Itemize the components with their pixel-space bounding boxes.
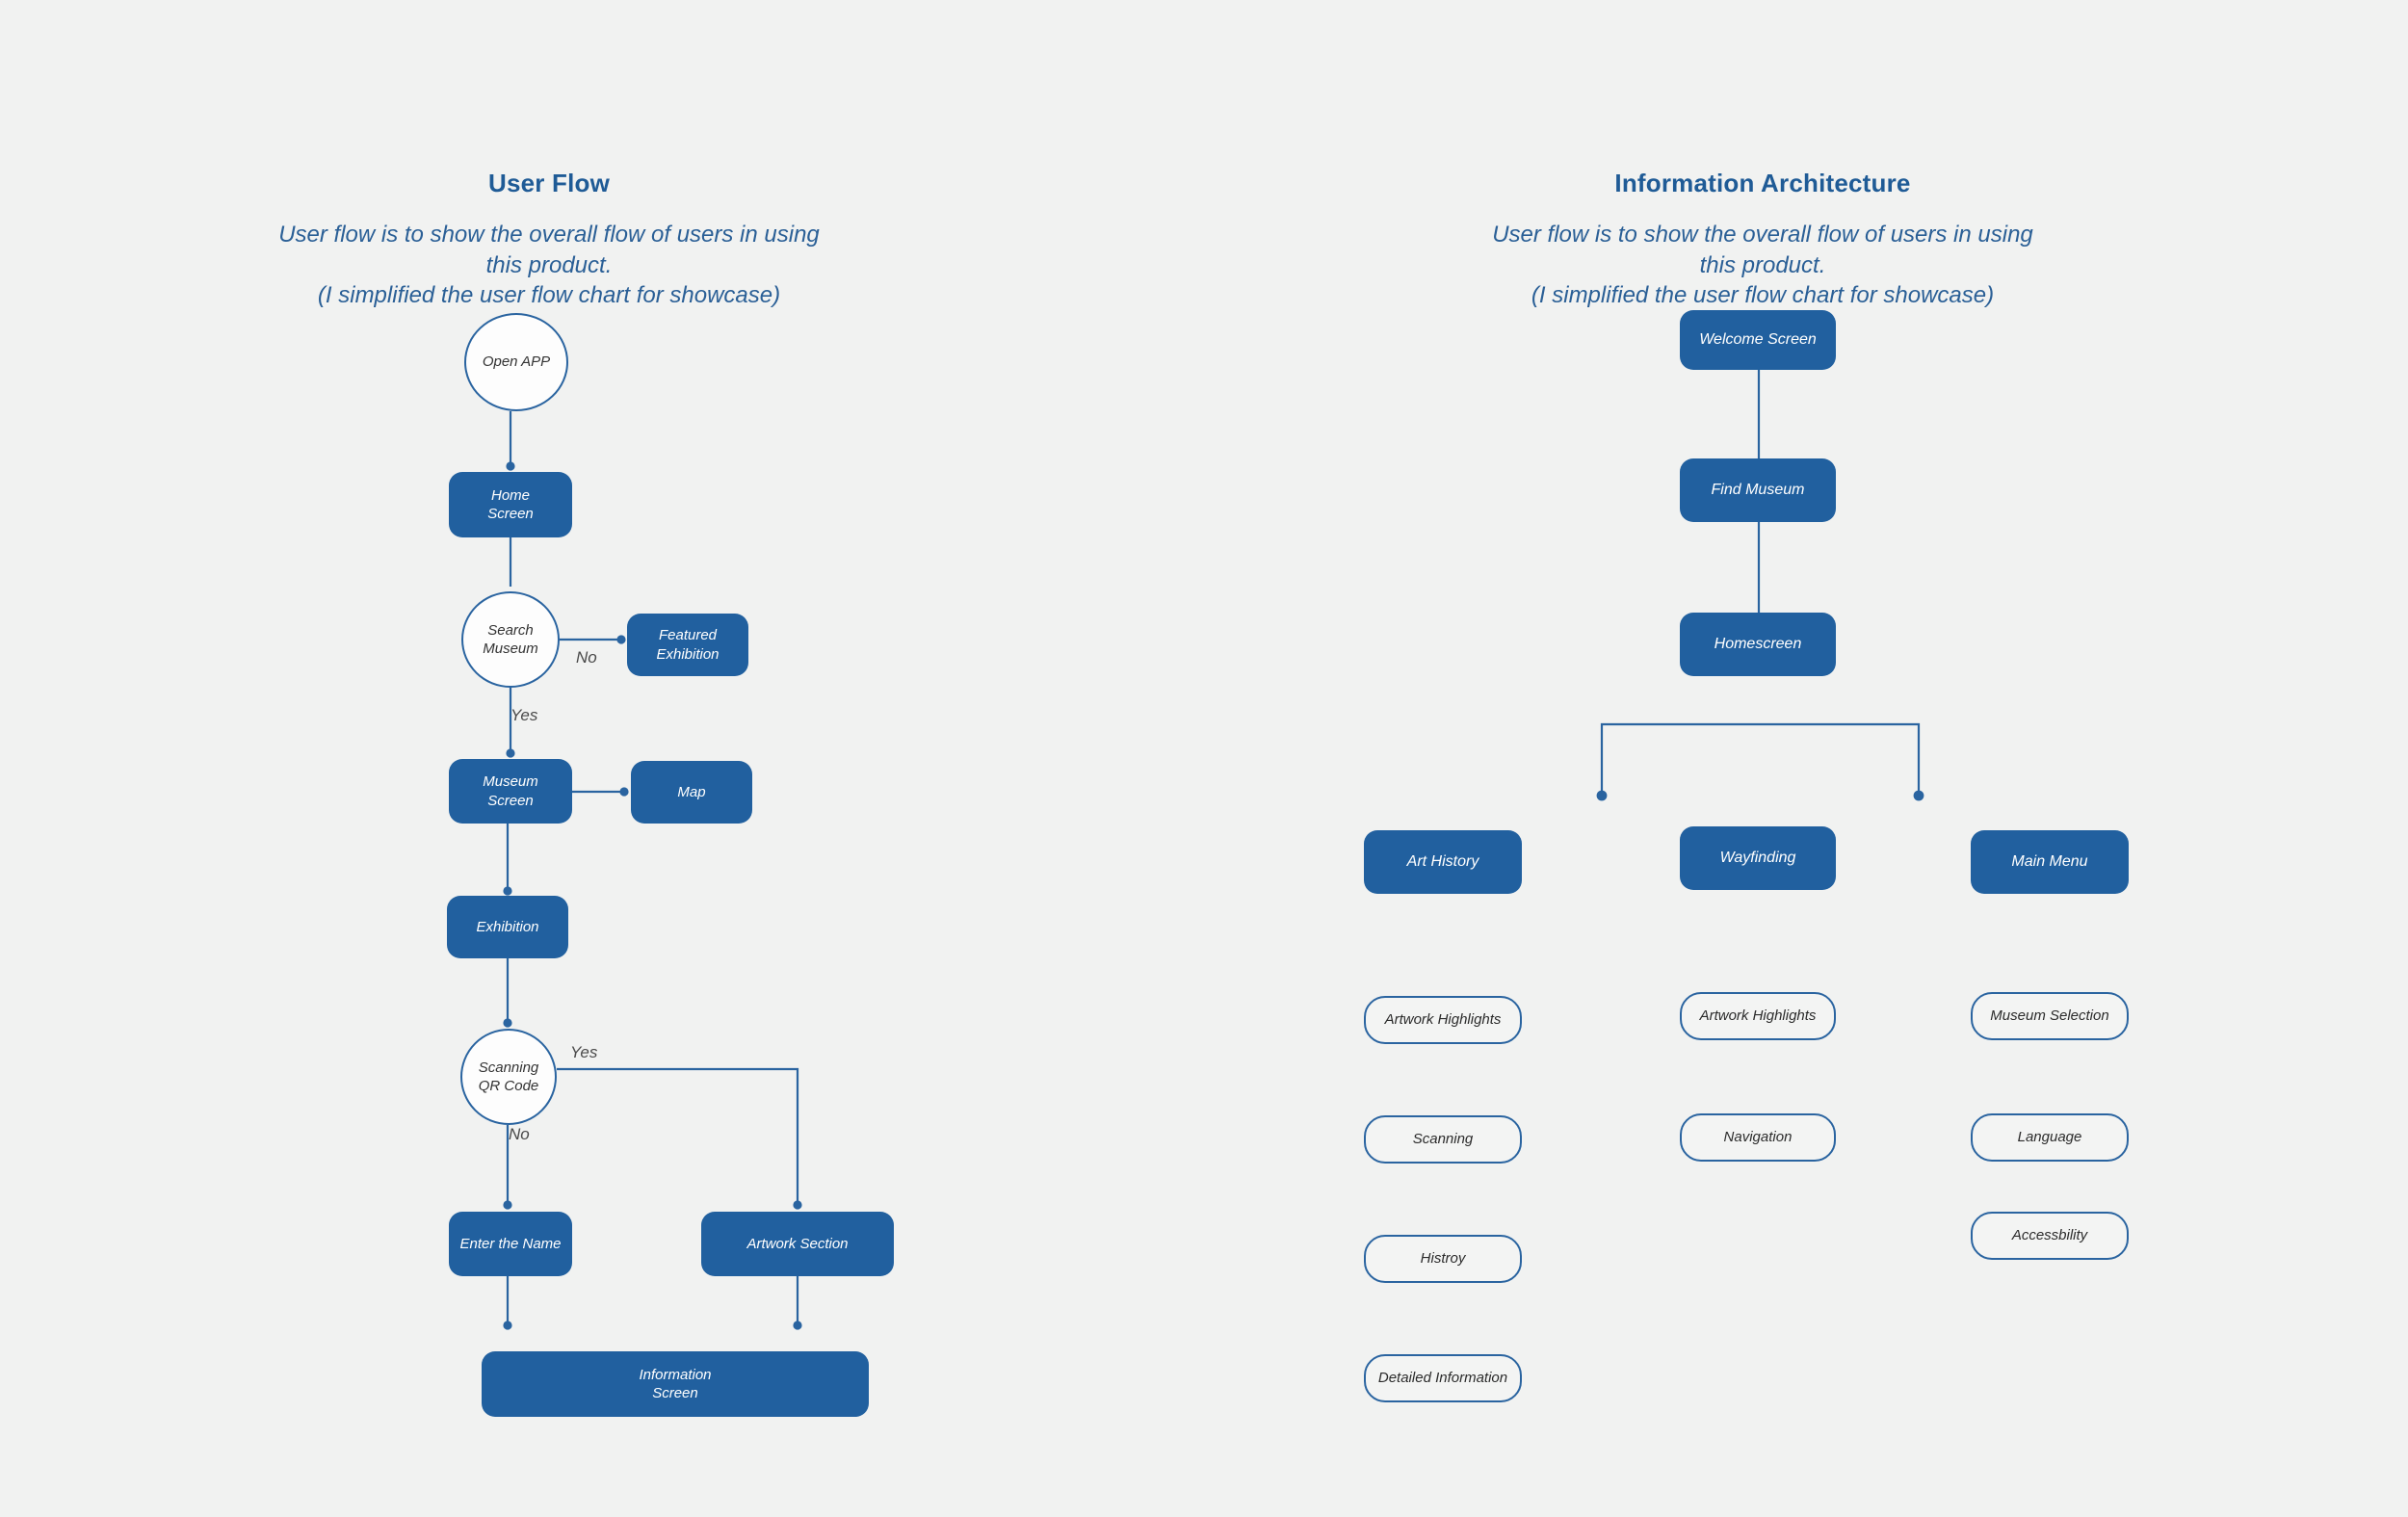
node-enter-the-name[interactable]: Enter the Name — [449, 1212, 572, 1276]
connector-endpoint-dots — [503, 461, 1924, 1330]
node-wayfinding-artwork-highlights[interactable]: Artwork Highlights — [1680, 992, 1836, 1040]
node-information-screen[interactable]: Information Screen — [482, 1351, 869, 1417]
information-architecture-header: Information Architecture User flow is to… — [1474, 169, 2052, 311]
information-architecture-subtitle-line2: (I simplified the user flow chart for sh… — [1531, 282, 1995, 309]
node-wayfinding[interactable]: Wayfinding — [1680, 826, 1836, 890]
node-main-menu[interactable]: Main Menu — [1971, 830, 2129, 894]
node-map[interactable]: Map — [631, 761, 752, 824]
node-find-museum[interactable]: Find Museum — [1680, 458, 1836, 522]
node-home-screen[interactable]: Home Screen — [449, 472, 572, 537]
node-welcome-screen[interactable]: Welcome Screen — [1680, 310, 1836, 370]
node-featured-exhibition[interactable]: Featured Exhibition — [627, 614, 748, 676]
user-flow-subtitle-line1: User flow is to show the overall flow of… — [278, 222, 820, 278]
node-wayfinding-navigation[interactable]: Navigation — [1680, 1113, 1836, 1162]
node-exhibition[interactable]: Exhibition — [447, 896, 568, 958]
edge-scan-artwork — [557, 1067, 799, 1205]
node-art-history-histroy[interactable]: Histroy — [1364, 1235, 1522, 1283]
edge-label-yes-search: Yes — [510, 706, 538, 724]
edge-homescreen-branch — [1600, 722, 1921, 796]
information-architecture-subtitle-line1: User flow is to show the overall flow of… — [1492, 222, 2033, 278]
node-art-history-artwork-highlights[interactable]: Artwork Highlights — [1364, 996, 1522, 1044]
node-art-history-scanning[interactable]: Scanning — [1364, 1115, 1522, 1164]
node-main-menu-museum-selection[interactable]: Museum Selection — [1971, 992, 2129, 1040]
edge-label-yes-scan: Yes — [570, 1043, 598, 1061]
user-flow-subtitle-line2: (I simplified the user flow chart for sh… — [317, 282, 781, 309]
node-main-menu-accessbility[interactable]: Accessbility — [1971, 1212, 2129, 1260]
node-art-history-detailed-information[interactable]: Detailed Information — [1364, 1354, 1522, 1402]
node-artwork-section[interactable]: Artwork Section — [701, 1212, 894, 1276]
node-museum-screen[interactable]: Museum Screen — [449, 759, 572, 824]
user-flow-header: User Flow User flow is to show the overa… — [260, 169, 838, 311]
node-homescreen[interactable]: Homescreen — [1680, 613, 1836, 676]
node-open-app[interactable]: Open APP — [464, 313, 568, 411]
edge-label-no-search: No — [576, 648, 597, 667]
node-search-museum[interactable]: Search Museum — [461, 591, 560, 688]
node-main-menu-language[interactable]: Language — [1971, 1113, 2129, 1162]
information-architecture-title: Information Architecture — [1614, 169, 1911, 197]
edge-label-no-scan: No — [509, 1125, 530, 1143]
user-flow-title: User Flow — [487, 169, 611, 197]
node-scanning-qr-code[interactable]: Scanning QR Code — [460, 1029, 557, 1125]
node-art-history[interactable]: Art History — [1364, 830, 1522, 894]
